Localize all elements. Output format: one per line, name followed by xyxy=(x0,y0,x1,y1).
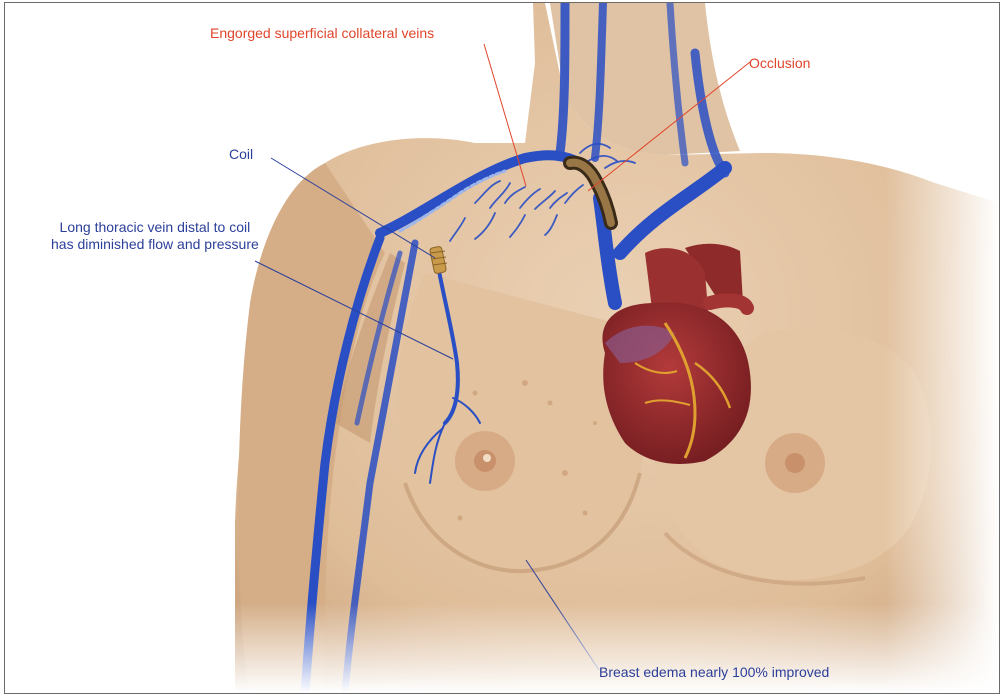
figure-frame: Engorged superficial collateral veins Oc… xyxy=(4,2,1000,694)
label-long-thoracic-vein: Long thoracic vein distal to coil has di… xyxy=(51,219,259,253)
anatomy-illustration xyxy=(5,3,999,693)
label-thoracic-line2: has diminished flow and pressure xyxy=(51,236,259,253)
label-thoracic-line1: Long thoracic vein distal to coil xyxy=(51,219,259,236)
label-breast-edema: Breast edema nearly 100% improved xyxy=(599,664,829,681)
label-coil: Coil xyxy=(229,146,253,163)
label-collateral-veins: Engorged superficial collateral veins xyxy=(210,25,434,42)
label-occlusion: Occlusion xyxy=(749,55,810,72)
